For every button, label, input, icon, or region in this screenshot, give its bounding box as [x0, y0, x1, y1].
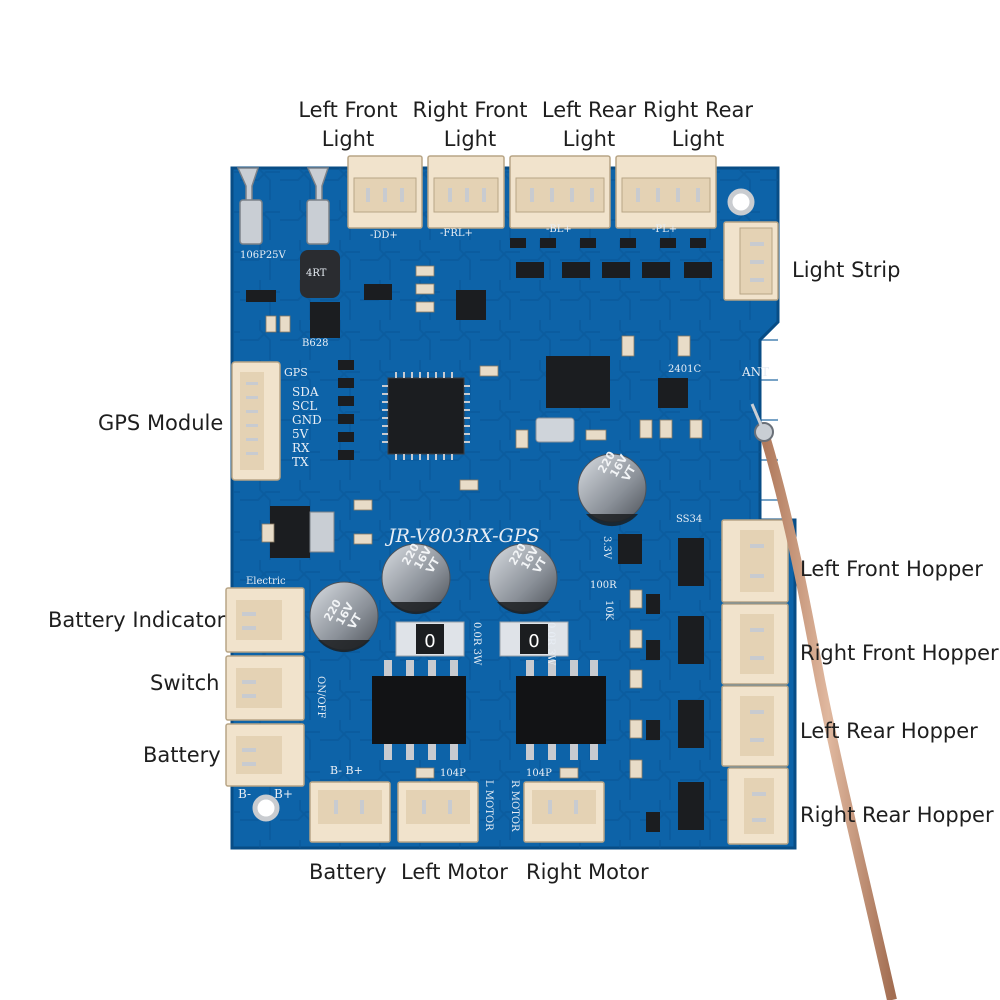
svg-text:2401C: 2401C [668, 364, 701, 375]
svg-text:-PL+: -PL+ [652, 224, 677, 235]
svg-text:B-: B- [238, 787, 251, 801]
label-light-strip: Light Strip [792, 258, 901, 282]
label-right-motor: Right Motor [526, 860, 649, 884]
svg-text:GND: GND [292, 413, 322, 427]
svg-text:-FRL+: -FRL+ [440, 228, 473, 239]
svg-text:SCL: SCL [292, 399, 317, 413]
svg-text:100R: 100R [590, 580, 617, 591]
svg-text:0.0R 3W: 0.0R 3W [471, 622, 482, 666]
svg-text:Electric: Electric [246, 576, 286, 587]
svg-text:R MOTOR: R MOTOR [509, 780, 520, 832]
svg-text:4RT: 4RT [306, 268, 327, 279]
svg-text:0: 0 [528, 631, 539, 652]
svg-text:B- B+: B- B+ [330, 764, 363, 777]
svg-text:104P: 104P [440, 768, 466, 779]
antenna [750, 403, 897, 1000]
label-left-front-hopper: Left Front Hopper [800, 557, 983, 581]
svg-text:TX: TX [292, 455, 309, 469]
label-right-rear-hopper: Right Rear Hopper [800, 803, 994, 827]
gps-connector [231, 361, 281, 481]
svg-text:ON/OFF: ON/OFF [315, 676, 326, 718]
label-battery-left: Battery [143, 743, 221, 767]
svg-text:ANT: ANT [741, 365, 769, 379]
label-right-front-hopper: Right Front Hopper [800, 641, 999, 665]
board-model-text: JR-V803RX-GPS [384, 525, 540, 547]
label-switch: Switch [150, 671, 220, 695]
svg-text:RX: RX [292, 441, 310, 455]
label-gps-module: GPS Module [98, 411, 224, 435]
svg-text:0.0R 3W: 0.0R 3W [545, 622, 556, 666]
svg-text:0: 0 [424, 631, 435, 652]
capacitors [309, 453, 647, 653]
label-right-rear-light: Right Rear Light [642, 98, 754, 151]
svg-text:106P25V: 106P25V [240, 250, 287, 261]
svg-text:L MOTOR: L MOTOR [483, 780, 494, 831]
svg-text:SDA: SDA [292, 385, 319, 399]
svg-text:-BL+: -BL+ [546, 224, 572, 235]
svg-text:10K: 10K [603, 600, 614, 621]
label-left-rear-light: Left Rear Light [541, 98, 637, 151]
svg-text:5V: 5V [292, 427, 309, 441]
led-terminals [236, 167, 330, 245]
label-left-motor: Left Motor [401, 860, 508, 884]
svg-text:-DD+: -DD+ [370, 230, 398, 241]
label-battery-bottom: Battery [309, 860, 387, 884]
motor-driver-chips [372, 660, 606, 760]
label-battery-indicator: Battery Indicator [48, 608, 226, 632]
svg-text:GPS: GPS [284, 366, 308, 379]
svg-text:B628: B628 [302, 338, 328, 349]
svg-text:3.3V: 3.3V [601, 536, 612, 560]
svg-text:B+: B+ [274, 787, 293, 801]
mcu-chip [382, 372, 470, 460]
diodes [678, 538, 704, 830]
label-right-front-light: Right Front Light [412, 98, 528, 151]
svg-text:SS34: SS34 [676, 514, 702, 525]
smd-parts [246, 238, 712, 832]
shunt-resistors: 0 0 [395, 621, 569, 657]
label-left-front-light: Left Front Light [298, 98, 398, 151]
svg-text:104P: 104P [526, 768, 552, 779]
label-left-rear-hopper: Left Rear Hopper [800, 719, 978, 743]
